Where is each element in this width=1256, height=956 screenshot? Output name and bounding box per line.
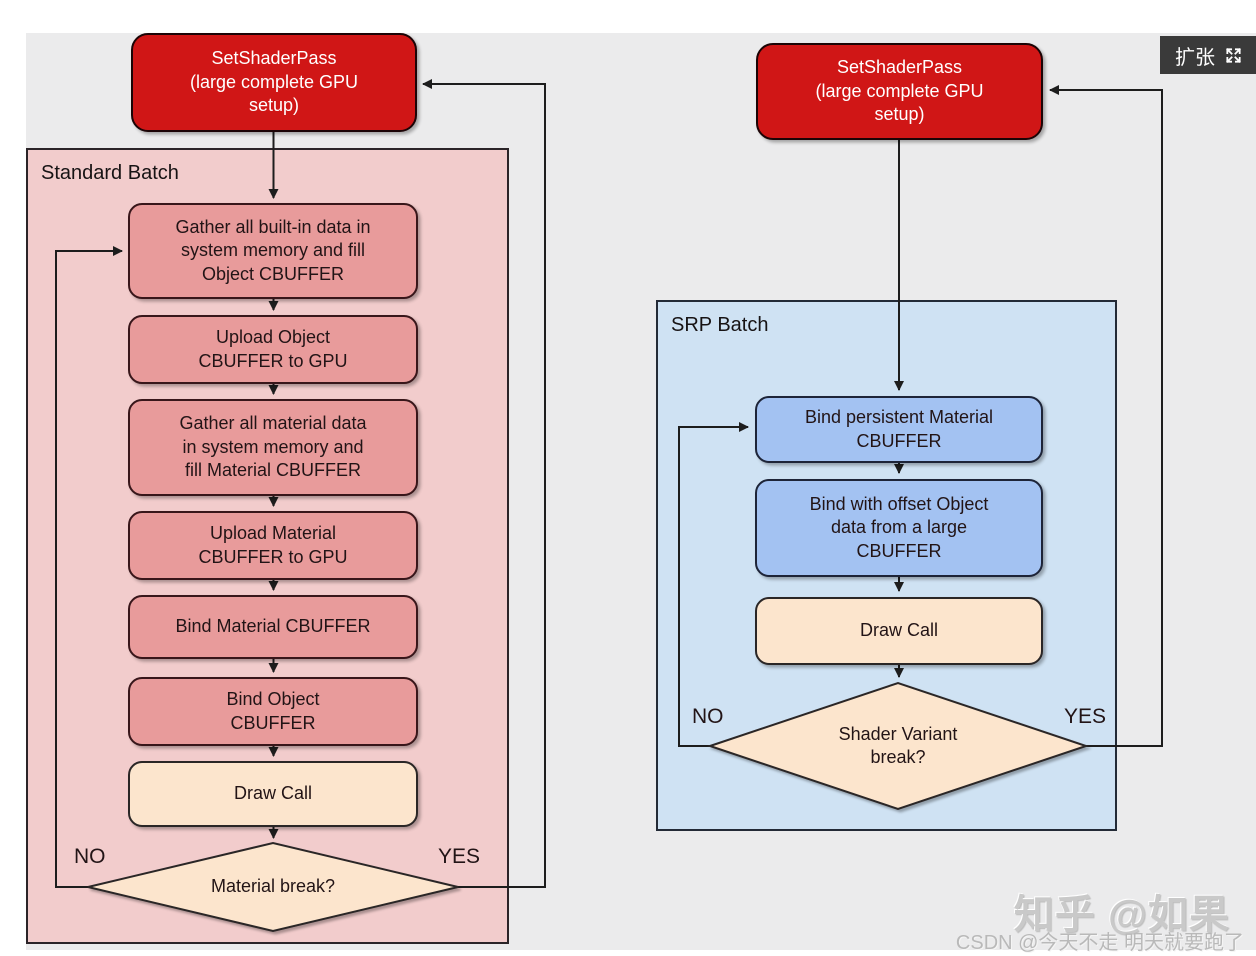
zhihu-watermark: 知乎 @如果 bbox=[1013, 893, 1230, 937]
expand-arrows-icon bbox=[1224, 46, 1243, 65]
bind-object-node: Bind Object CBUFFER bbox=[128, 677, 418, 746]
srp-no-label: NO bbox=[692, 705, 724, 728]
draw-call-node-left: Draw Call bbox=[128, 761, 418, 827]
standard-no-label: NO bbox=[74, 845, 106, 868]
srp-yes-label: YES bbox=[1064, 705, 1107, 728]
gather-material-node: Gather all material data in system memor… bbox=[128, 399, 418, 496]
setshaderpass-node-left: SetShaderPass (large complete GPU setup) bbox=[131, 33, 417, 132]
bind-material-node: Bind Material CBUFFER bbox=[128, 595, 418, 659]
upload-object-node: Upload Object CBUFFER to GPU bbox=[128, 315, 418, 384]
bind-persistent-material-node: Bind persistent Material CBUFFER bbox=[755, 396, 1043, 463]
gather-builtin-node: Gather all built-in data in system memor… bbox=[128, 203, 418, 299]
standard-batch-label: Standard Batch bbox=[41, 162, 179, 184]
csdn-watermark: CSDN @今天不走 明天就要跑了 bbox=[955, 932, 1244, 954]
bind-offset-object-node: Bind with offset Object data from a larg… bbox=[755, 479, 1043, 577]
expand-button-label: 扩张 bbox=[1175, 46, 1215, 69]
srp-batch-label: SRP Batch bbox=[671, 314, 769, 336]
standard-yes-label: YES bbox=[438, 845, 481, 868]
setshaderpass-node-right: SetShaderPass (large complete GPU setup) bbox=[756, 43, 1043, 140]
draw-call-node-right: Draw Call bbox=[755, 597, 1043, 665]
upload-material-node: Upload Material CBUFFER to GPU bbox=[128, 511, 418, 580]
expand-button[interactable]: 扩张 bbox=[1160, 36, 1256, 74]
